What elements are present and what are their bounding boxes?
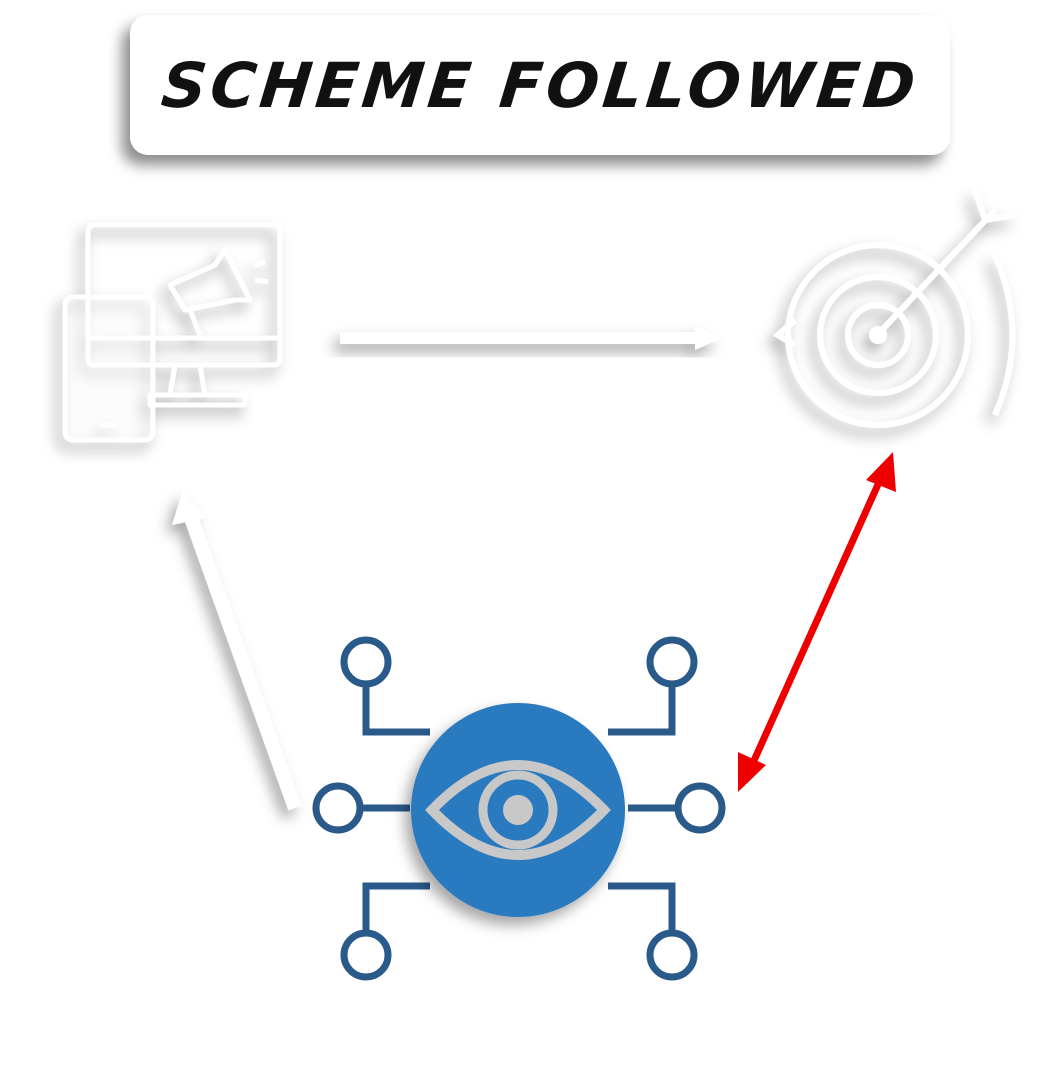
eye-icon [425, 760, 611, 860]
red-double-arrow [738, 452, 896, 792]
eye-network-icon [312, 636, 726, 981]
digital-marketing-icon [62, 222, 283, 443]
title-box: SCHEME FOLLOWED [130, 15, 950, 155]
arrow-eye-to-devices [172, 490, 302, 811]
arrow-devices-to-target [340, 326, 722, 350]
target-icon [772, 189, 1016, 428]
